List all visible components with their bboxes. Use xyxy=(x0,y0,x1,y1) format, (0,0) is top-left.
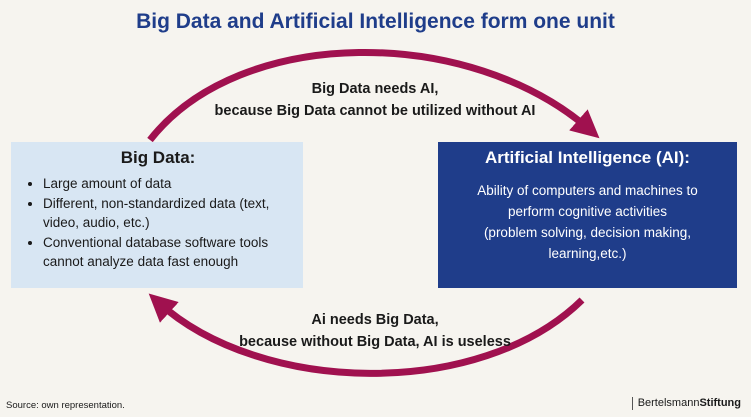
bottom-caption-line2: because without Big Data, AI is useless xyxy=(239,334,511,350)
big-data-list: Large amount of data Different, non-stan… xyxy=(25,174,291,271)
big-data-item: Different, non-standardized data (text, … xyxy=(43,194,291,232)
logo-part2: Stiftung xyxy=(699,397,741,409)
ai-description-line: (problem solving, decision making, xyxy=(483,225,692,240)
bottom-caption-line1: Ai needs Big Data, xyxy=(311,312,439,328)
ai-heading: Artificial Intelligence (AI): xyxy=(485,148,690,167)
ai-description-line: perform cognitive activities xyxy=(507,204,668,219)
big-data-box: Big Data: Large amount of data Different… xyxy=(11,142,303,288)
bertelsmann-stiftung-logo: BertelsmannStiftung xyxy=(631,397,741,410)
ai-description: Ability of computers and machines to per… xyxy=(450,180,725,264)
diagram-title: Big Data and Artificial Intelligence for… xyxy=(136,10,615,33)
big-data-heading: Big Data: xyxy=(120,148,196,167)
ai-description-line: learning,etc.) xyxy=(548,246,627,261)
source-note: Source: own representation. xyxy=(6,400,125,411)
ai-description-line: Ability of computers and machines to xyxy=(477,183,698,198)
top-caption: Big Data needs AI, because Big Data cann… xyxy=(185,78,565,122)
top-caption-line1: Big Data needs AI, xyxy=(311,81,439,97)
ai-box: Artificial Intelligence (AI): Ability of… xyxy=(438,142,737,288)
bottom-caption: Ai needs Big Data, because without Big D… xyxy=(185,309,565,353)
big-data-item: Conventional database software tools can… xyxy=(43,233,291,271)
top-arrow xyxy=(147,49,600,143)
top-caption-line2: because Big Data cannot be utilized with… xyxy=(214,103,536,119)
bottom-arrow xyxy=(148,293,585,377)
logo-part1: Bertelsmann xyxy=(637,397,700,409)
big-data-item: Large amount of data xyxy=(43,174,291,193)
